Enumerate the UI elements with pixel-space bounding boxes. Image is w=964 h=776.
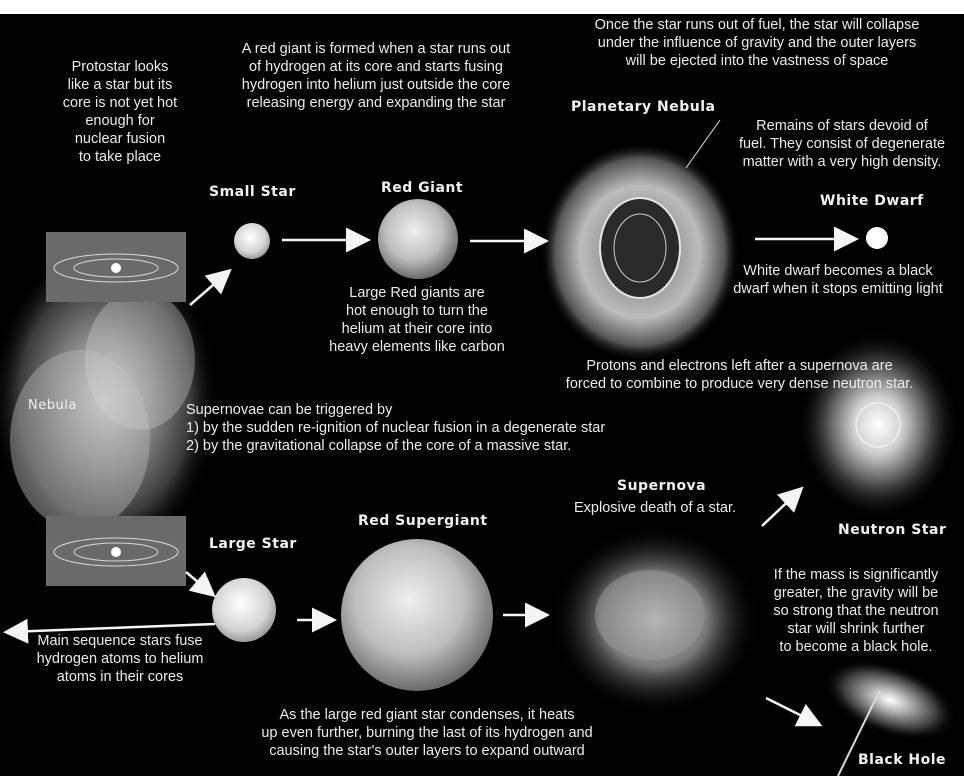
neutron-star-label: Neutron Star — [838, 522, 946, 538]
neutron-formation-note: Protons and electrons left after a super… — [515, 357, 964, 393]
main-sequence-note: Main sequence stars fuse hydrogen atoms … — [16, 632, 224, 686]
large-star-label: Large Star — [209, 536, 297, 552]
white-dwarf-image — [866, 227, 888, 249]
collapse-note: Once the star runs out of fuel, the star… — [557, 16, 957, 70]
arrow-supernova-to-black-hole — [766, 698, 818, 724]
supernova-triggers-note: Supernovae can be triggered by 1) by the… — [186, 401, 666, 455]
supernova-label: Supernova — [617, 478, 706, 494]
supernova-image — [550, 525, 760, 715]
black-hole-formation-note: If the mass is significantly greater, th… — [748, 566, 964, 656]
black-dwarf-note: White dwarf becomes a black dwarf when i… — [712, 262, 964, 298]
red-supergiant-image — [341, 539, 493, 691]
small-star-image — [234, 223, 270, 259]
black-hole-label: Black Hole — [858, 752, 946, 768]
white-dwarf-label: White Dwarf — [820, 193, 924, 209]
supernova-description: Explosive death of a star. — [545, 499, 765, 517]
nebula-label: Nebula — [28, 398, 77, 413]
arrow-protostar-to-large-star — [186, 572, 212, 594]
planetary-nebula-pointer — [686, 120, 720, 168]
red-supergiant-label: Red Supergiant — [358, 513, 488, 529]
arrow-supernova-to-neutron-star — [762, 490, 800, 526]
arrow-large-star-to-main-sequence-note — [8, 624, 215, 632]
planetary-nebula-image — [540, 142, 740, 362]
protostar-panel-top — [46, 232, 186, 302]
red-giant-formation-note: A red giant is formed when a star runs o… — [205, 40, 547, 112]
supergiant-condense-note: As the large red giant star condenses, i… — [222, 706, 632, 760]
large-red-giants-note: Large Red giants are hot enough to turn … — [318, 284, 516, 356]
protostar-panel-bottom — [46, 516, 186, 586]
white-dwarf-remains-note: Remains of stars devoid of fuel. They co… — [720, 117, 964, 171]
protostar-note: Protostar looks like a star but its core… — [40, 58, 200, 166]
small-star-label: Small Star — [209, 184, 296, 200]
red-giant-label: Red Giant — [381, 180, 463, 196]
planetary-nebula-label: Planetary Nebula — [571, 99, 715, 115]
red-giant-image — [378, 199, 458, 279]
arrow-protostar-to-small-star — [190, 272, 228, 305]
